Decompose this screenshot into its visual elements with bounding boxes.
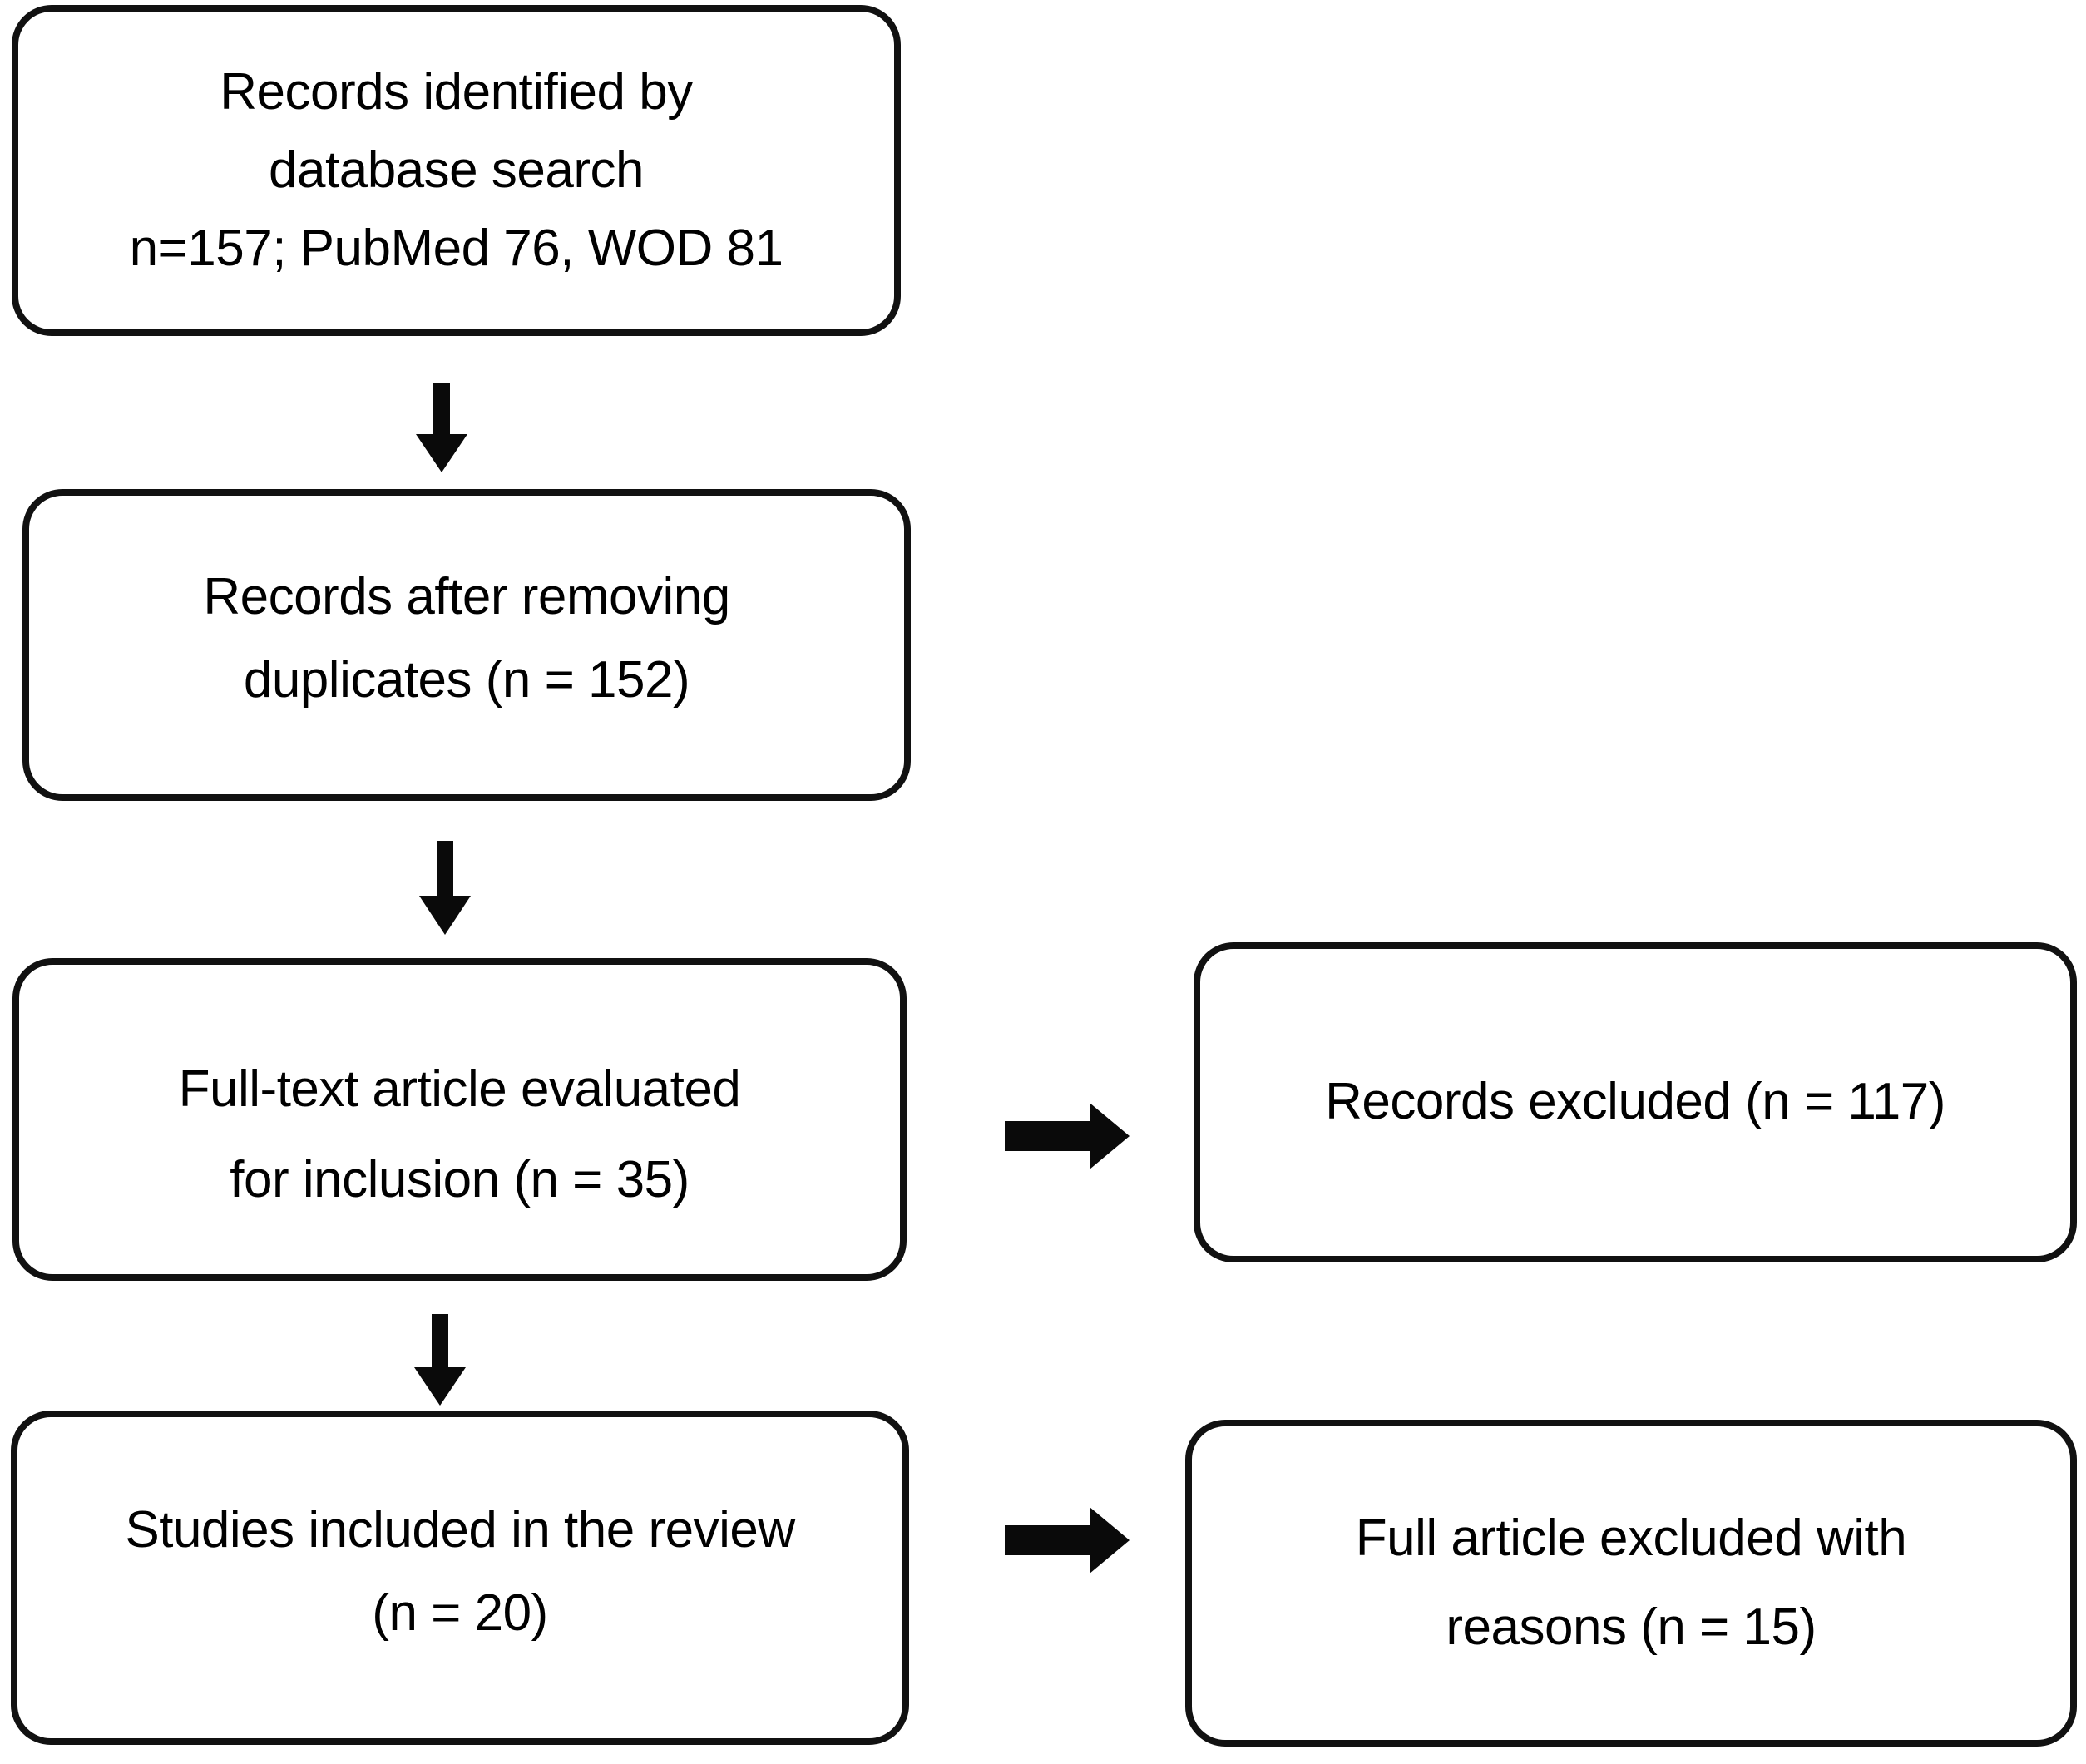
box-fulltext-evaluated-line-1: Full-text article evaluated	[178, 1060, 741, 1118]
box-records-excluded: Records excluded (n = 117)	[1194, 942, 2077, 1262]
box-records-identified-line-3: n=157; PubMed 76, WOD 81	[129, 220, 783, 278]
box-studies-included-line-1: Studies included in the review	[125, 1501, 795, 1559]
arrow-right-icon	[1005, 1507, 1130, 1574]
box-records-after-duplicates-line-1: Records after removing	[203, 568, 730, 625]
arrow-included-to-full-excluded	[1005, 1502, 1131, 1579]
box-studies-included-line-2: (n = 20)	[372, 1584, 548, 1643]
arrow-fulltext-to-excluded	[1005, 1098, 1131, 1174]
box-full-article-excluded-line-1: Full article excluded with	[1355, 1510, 1907, 1567]
box-records-identified-line-2: database search	[269, 141, 644, 199]
box-records-after-duplicates-line-2: duplicates (n = 152)	[243, 651, 690, 709]
box-records-identified: Records identified by database search n=…	[12, 5, 901, 336]
arrow-identified-to-duplicates	[413, 383, 471, 474]
arrow-duplicates-to-fulltext	[416, 841, 474, 936]
box-records-after-duplicates: Records after removing duplicates (n = 1…	[22, 489, 911, 801]
box-records-excluded-line-1: Records excluded (n = 117)	[1325, 1073, 1945, 1131]
arrow-down-icon	[416, 383, 467, 472]
box-fulltext-evaluated: Full-text article evaluated for inclusio…	[12, 958, 907, 1281]
box-studies-included: Studies included in the review (n = 20)	[11, 1411, 909, 1745]
arrow-right-icon	[1005, 1103, 1130, 1169]
arrow-down-icon	[414, 1314, 466, 1406]
arrow-fulltext-to-included	[411, 1314, 469, 1407]
arrow-down-icon	[419, 841, 471, 935]
box-fulltext-evaluated-line-2: for inclusion (n = 35)	[230, 1150, 690, 1208]
box-records-identified-line-1: Records identified by	[220, 62, 693, 121]
box-full-article-excluded: Full article excluded with reasons (n = …	[1185, 1420, 2077, 1747]
box-full-article-excluded-line-2: reasons (n = 15)	[1446, 1598, 1817, 1656]
